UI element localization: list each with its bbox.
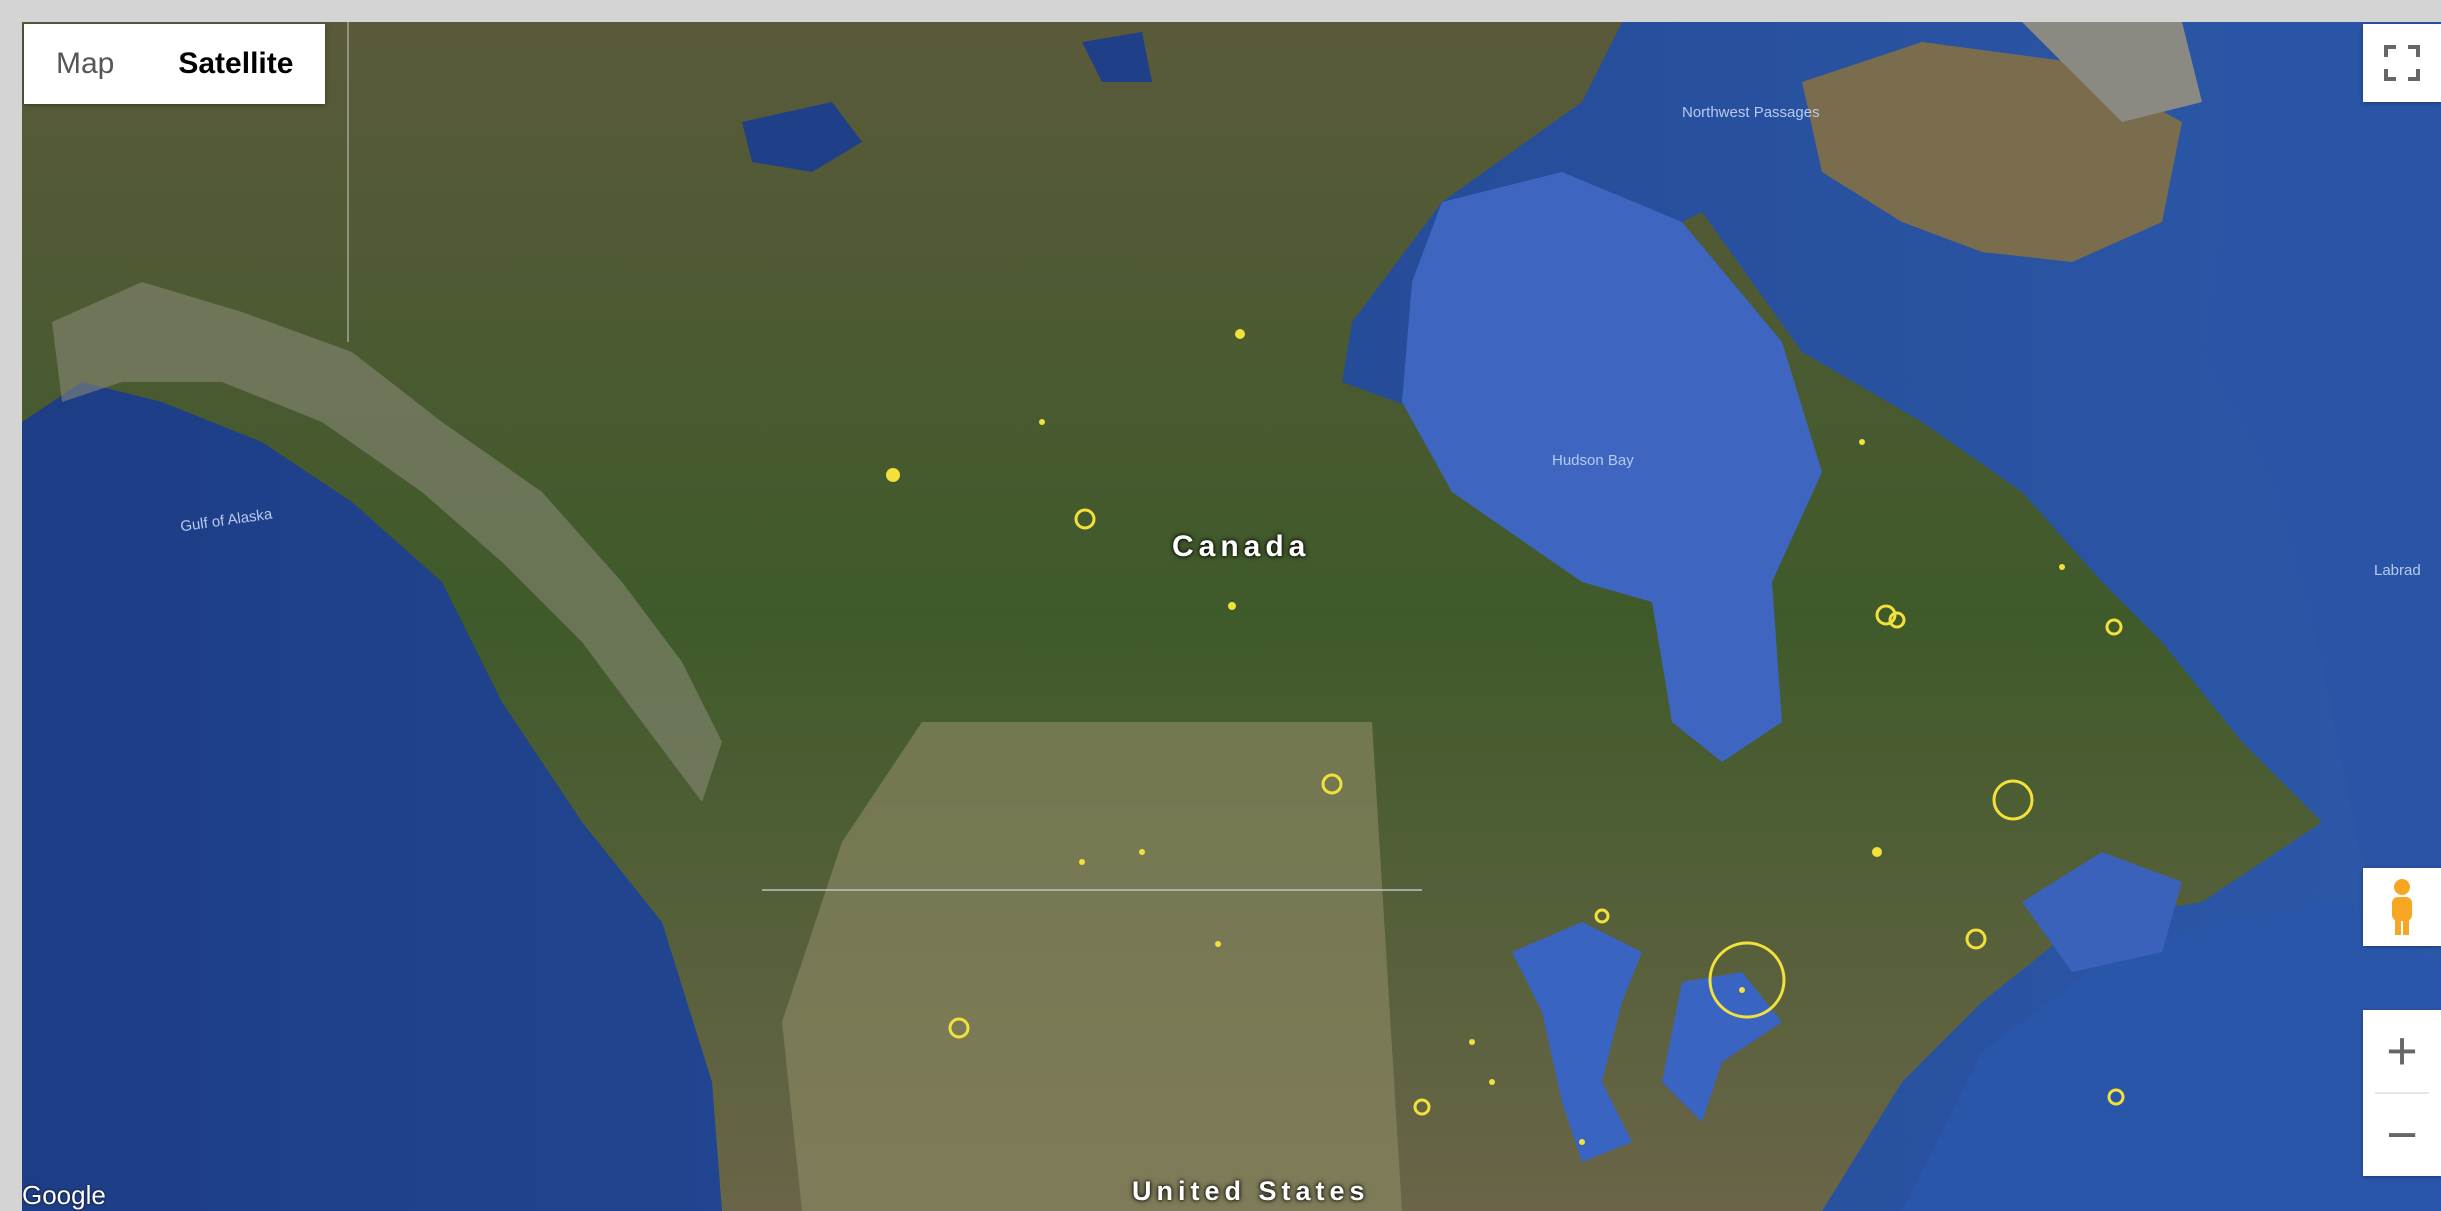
hudson-bay-water: [1402, 172, 1822, 762]
rocky-mountain-snow: [52, 282, 722, 802]
arctic-islands: [1802, 42, 2182, 262]
marker[interactable]: [1708, 941, 1786, 1019]
street-view-pegman-button[interactable]: [2363, 868, 2441, 946]
zoom-in-button[interactable]: +: [2386, 1021, 2418, 1081]
great-lakes: [1512, 922, 1642, 1162]
map-canvas[interactable]: Canada United States Hudson Bay Gulf of …: [22, 22, 2441, 1211]
great-bear-lake: [1082, 32, 1152, 82]
marker[interactable]: [2107, 1088, 2125, 1106]
map-type-satellite-button[interactable]: Satellite: [178, 47, 294, 80]
marker[interactable]: [1321, 773, 1343, 795]
water-label-hudson-bay: Hudson Bay: [1552, 452, 1634, 469]
baffin-island-north: [2022, 22, 2202, 122]
labrador-sea-water: [2202, 22, 2441, 922]
marker[interactable]: [948, 1017, 970, 1039]
data-markers: [948, 508, 2125, 1116]
marker[interactable]: [1875, 604, 1897, 626]
marker[interactable]: [2105, 618, 2123, 636]
marker[interactable]: [1888, 611, 1906, 629]
lake-huron: [1662, 972, 1782, 1122]
atlantic-water: [1902, 902, 2441, 1211]
google-logo[interactable]: Google: [22, 1180, 106, 1210]
marker[interactable]: [1992, 779, 2034, 821]
zoom-control: + −: [2363, 1010, 2441, 1176]
water-label-northwest-passages: Northwest Passages: [1682, 104, 1820, 121]
map-type-control: Map Satellite: [24, 24, 326, 104]
map-type-map-button[interactable]: Map: [56, 47, 115, 80]
prairie-plains: [782, 722, 1402, 1211]
water-label-labrador-sea: Labrad: [2374, 562, 2421, 579]
pegman-icon: [2392, 879, 2412, 935]
country-label-canada: Canada: [1172, 530, 1311, 563]
satellite-terrain: [22, 22, 2441, 1211]
fullscreen-button[interactable]: [2363, 24, 2441, 102]
zoom-out-button[interactable]: −: [2386, 1105, 2418, 1165]
gulf-of-st-lawrence: [2022, 852, 2182, 972]
marker[interactable]: [1594, 908, 1610, 924]
marker[interactable]: [1074, 508, 1096, 530]
marker[interactable]: [1965, 928, 1987, 950]
country-label-united-states: United States: [1132, 1176, 1370, 1206]
great-slave-lake: [742, 102, 862, 172]
marker[interactable]: [1413, 1098, 1431, 1116]
fullscreen-icon: [2384, 45, 2420, 81]
small-markers: [886, 329, 2065, 1145]
zoom-separator: [2375, 1092, 2429, 1094]
